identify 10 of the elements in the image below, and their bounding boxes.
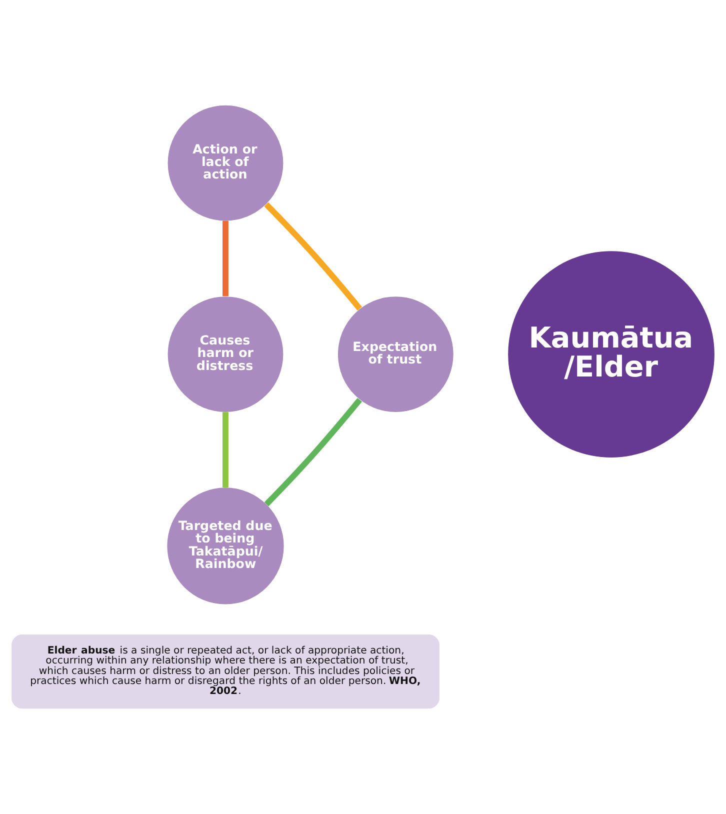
connector [264,398,362,506]
node-circle: Action or lack of action [168,105,284,221]
node-circle: Targeted due to being Takatāpui/ Rainbow [167,488,284,604]
node-circle: Expectation of trust [338,296,454,412]
node-circle: Causes harm or distress [168,296,284,412]
connector [222,412,228,488]
node-circle: Kaumātua /Elder [508,251,714,458]
connector [264,202,362,311]
node-box: Elder abuse is a single or repeated act, or lack of appropriate action, occurring within any relationship where there is an expectation of trust, which causes harm or distress to an older person. This includes policies or practices which cause harm or disregard the rights of an older person. WHO, 2002. [12,634,440,709]
connector [222,220,228,296]
